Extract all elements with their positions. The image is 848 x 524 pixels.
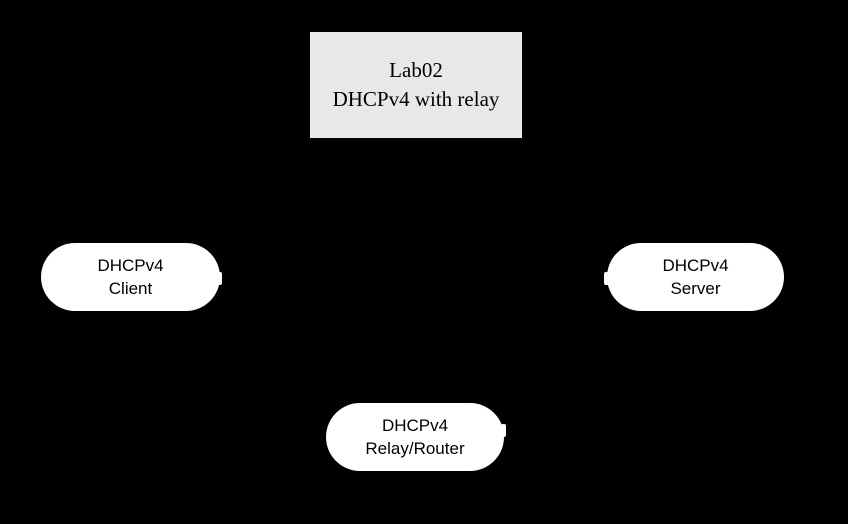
node-dhcpv4-relay-router-label-line-2: Relay/Router bbox=[365, 439, 465, 458]
node-dhcpv4-server-label-line-2: Server bbox=[670, 279, 721, 298]
connector-stub-relay-right bbox=[501, 424, 506, 437]
node-dhcpv4-client-label-line-1: DHCPv4 bbox=[97, 256, 164, 275]
diagram-title-line-1: Lab02 bbox=[389, 58, 443, 82]
node-dhcpv4-client[interactable]: DHCPv4 Client bbox=[41, 243, 220, 311]
link-relay-server bbox=[504, 277, 607, 438]
node-dhcpv4-relay-router-label-line-1: DHCPv4 bbox=[381, 416, 449, 435]
diagram-title-line-2: DHCPv4 with relay bbox=[332, 87, 500, 111]
connector-stub-server-left bbox=[604, 272, 609, 285]
node-dhcpv4-relay-router[interactable]: DHCPv4 Relay/Router bbox=[326, 403, 504, 471]
node-dhcpv4-server-label-line-1: DHCPv4 bbox=[662, 256, 729, 275]
link-client-relay bbox=[220, 277, 326, 438]
node-dhcpv4-server[interactable]: DHCPv4 Server bbox=[607, 243, 784, 311]
connector-stub-client-right bbox=[217, 272, 222, 285]
diagram-title-box: Lab02 DHCPv4 with relay bbox=[310, 32, 522, 138]
node-dhcpv4-client-label-line-2: Client bbox=[108, 279, 153, 298]
